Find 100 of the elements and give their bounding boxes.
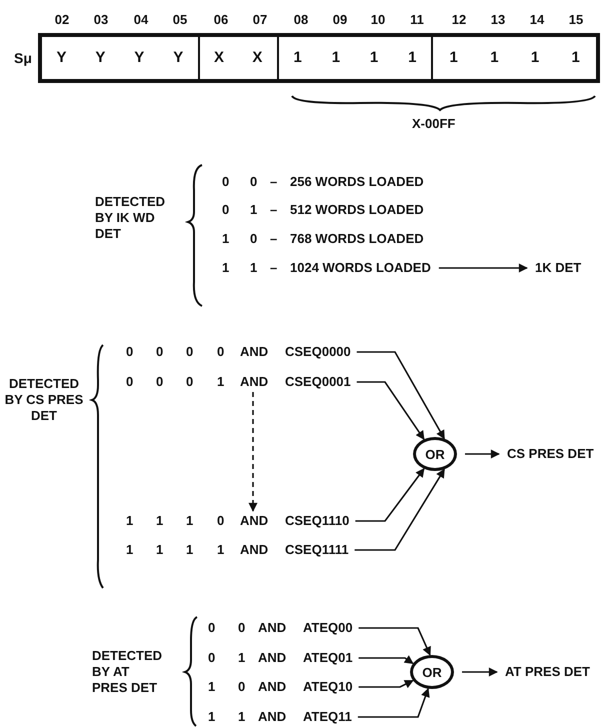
operator: AND: [258, 709, 288, 725]
bit-value: 0: [186, 374, 194, 390]
signal-name: ATEQ00: [303, 620, 353, 636]
bit-value: 0: [126, 374, 134, 390]
bit-value: 0: [217, 513, 226, 529]
bit-value: 1: [222, 260, 230, 276]
field-value: X-00FF: [412, 116, 456, 132]
arrow: [465, 450, 500, 458]
bit-value: 1: [217, 542, 226, 558]
bit-value: 1: [450, 50, 458, 66]
arrow: [356, 381, 425, 440]
bit-value: 1: [208, 679, 216, 695]
bit-value: 0: [222, 202, 230, 218]
bit-number: 09: [332, 12, 348, 28]
bit-value: 0: [208, 620, 216, 636]
bit-value: 1: [490, 50, 499, 66]
signal-name: CSEQ1110: [285, 513, 350, 529]
bit-value: 1: [370, 50, 378, 66]
register-name: Sμ: [14, 50, 32, 66]
signal-name: ATEQ11: [303, 709, 352, 725]
output-signal: 1K DET: [535, 260, 582, 276]
bit-value: Y: [134, 50, 144, 66]
bit-number: 04: [132, 12, 150, 28]
bit-number: 12: [450, 12, 468, 28]
dash: –: [270, 202, 278, 218]
operator: AND: [258, 650, 288, 666]
group-label: DETECTED BY IK WD DET: [95, 194, 166, 242]
row-text: 256 WORDS LOADED: [290, 174, 424, 190]
bit-value: 1: [186, 513, 194, 529]
bit-value: 1: [250, 202, 258, 218]
bit-value: 0: [217, 344, 226, 360]
bit-value: X: [214, 50, 224, 66]
arrow: [462, 668, 498, 676]
bit-number: 05: [172, 12, 188, 28]
signal-name: CSEQ0001: [285, 374, 351, 390]
bit-value: Y: [173, 50, 184, 66]
bit-value: 1: [530, 50, 540, 66]
or-gate: OR: [413, 437, 457, 471]
bit-value: 1: [250, 260, 258, 276]
bit-value: 1: [217, 374, 226, 390]
bit-number: 03: [92, 12, 110, 28]
arrow: [356, 351, 445, 440]
bit-value: 1: [156, 513, 164, 529]
arrow: [354, 468, 445, 551]
operator: AND: [258, 620, 288, 636]
bit-value: 0: [186, 344, 194, 360]
or-gate: OR: [410, 655, 454, 689]
register-frame: [38, 33, 600, 83]
operator: AND: [240, 542, 270, 558]
arrow: [358, 688, 430, 718]
bit-value: 0: [222, 174, 230, 190]
operator: AND: [258, 679, 288, 695]
dashed-arrow: [248, 392, 258, 512]
output-signal: CS PRES DET: [507, 446, 594, 462]
output-signal: AT PRES DET: [505, 664, 590, 680]
bit-number: 02: [54, 12, 70, 28]
bit-value: X: [252, 50, 262, 66]
signal-name: ATEQ01: [303, 650, 353, 666]
bit-number: 14: [528, 12, 546, 28]
arrow: [358, 680, 414, 688]
bit-value: 0: [250, 231, 258, 247]
bit-value: 1: [126, 542, 134, 558]
dash: –: [270, 174, 278, 190]
bit-value: 1: [332, 50, 340, 66]
bit-value: 1: [208, 709, 216, 725]
bit-value: 0: [238, 620, 246, 636]
bit-value: Y: [56, 50, 66, 66]
dash: –: [270, 260, 278, 276]
bit-value: 0: [126, 344, 134, 360]
signal-name: CSEQ0000: [285, 344, 351, 360]
bit-number: 13: [490, 12, 506, 28]
bit-value: 0: [156, 344, 164, 360]
row-text: 512 WORDS LOADED: [290, 202, 424, 218]
bit-value: 1: [572, 50, 580, 66]
bit-value: 0: [156, 374, 164, 390]
operator: AND: [240, 344, 270, 360]
bit-value: 1: [238, 650, 246, 666]
arrow: [358, 655, 414, 664]
group-label: DETECTED BY CS PRES DET: [4, 376, 84, 424]
bit-value: 0: [238, 679, 246, 695]
signal-name: ATEQ10: [303, 679, 353, 695]
bit-value: 1: [156, 542, 164, 558]
bit-value: 0: [250, 174, 258, 190]
bit-value: 1: [222, 231, 230, 247]
operator: AND: [240, 374, 270, 390]
dash: –: [270, 231, 278, 247]
bit-value: 1: [238, 709, 246, 725]
bit-value: Y: [95, 50, 106, 66]
arrow: [438, 264, 528, 272]
bit-value: 0: [208, 650, 216, 666]
row-text: 768 WORDS LOADED: [290, 231, 424, 247]
signal-name: 1024 WORDS LOADED: [290, 260, 431, 276]
bit-number: 11: [409, 12, 425, 28]
operator: AND: [240, 513, 270, 529]
group-label: DETECTED BY AT PRES DET: [92, 648, 164, 696]
bit-value: 1: [408, 50, 416, 66]
arrow: [358, 627, 431, 656]
bit-number: 10: [370, 12, 386, 28]
signal-name: CSEQ1111: [285, 542, 349, 558]
bit-number: 15: [568, 12, 584, 28]
